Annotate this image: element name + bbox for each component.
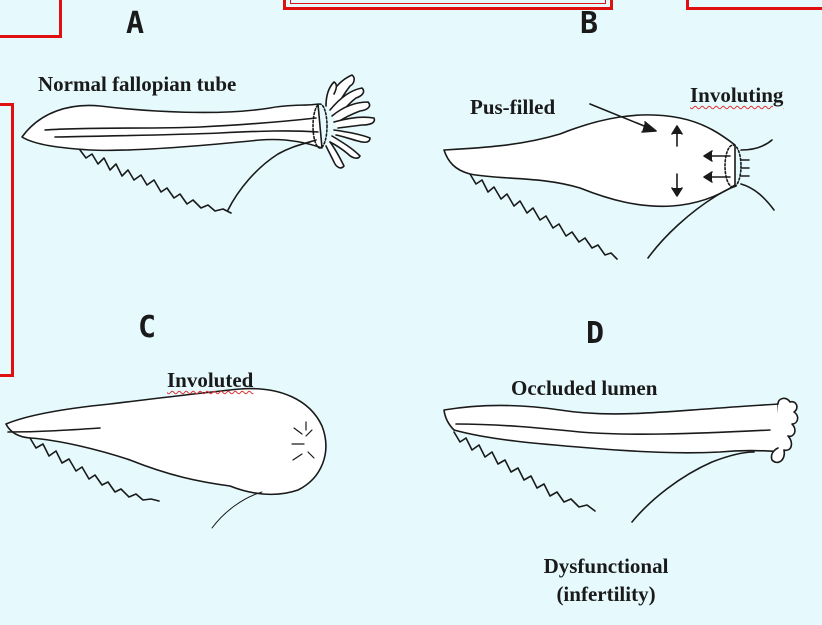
panel-d-ligament [632, 452, 754, 522]
panel-a-ligament [228, 140, 316, 210]
panel-c-tube-body [6, 389, 326, 495]
panel-c-label-involuted: Involuted [167, 368, 253, 393]
panel-d-label-occluded: Occluded lumen [511, 376, 657, 401]
panel-b-letter: B [580, 6, 598, 41]
panel-c-letter: C [138, 310, 156, 345]
panel-a-mesosalpinx-edge [80, 150, 231, 213]
panel-a-letter: A [126, 6, 144, 41]
panel-d-caption-line2: (infertility) [516, 580, 696, 608]
panel-a-label: Normal fallopian tube [38, 72, 236, 97]
panel-a-fimbriae [326, 75, 374, 168]
panel-b-fimbria-lower [741, 184, 774, 210]
panel-d-tube [444, 398, 798, 522]
panel-d-caption: Dysfunctional (infertility) [516, 552, 696, 608]
panel-c-tube [6, 389, 326, 528]
panel-d-tube-body [444, 404, 782, 453]
panel-d-letter: D [586, 316, 604, 351]
panel-b-tube [444, 104, 774, 259]
panel-b-fimbria-stub [741, 160, 749, 176]
panel-b-label-involuting: Involuting [690, 83, 783, 108]
panel-b-label-pus-filled: Pus-filled [470, 95, 555, 120]
panel-b-fimbria-upper [741, 140, 772, 150]
panel-d-caption-line1: Dysfunctional [516, 552, 696, 580]
panel-c-ligament [212, 492, 262, 528]
